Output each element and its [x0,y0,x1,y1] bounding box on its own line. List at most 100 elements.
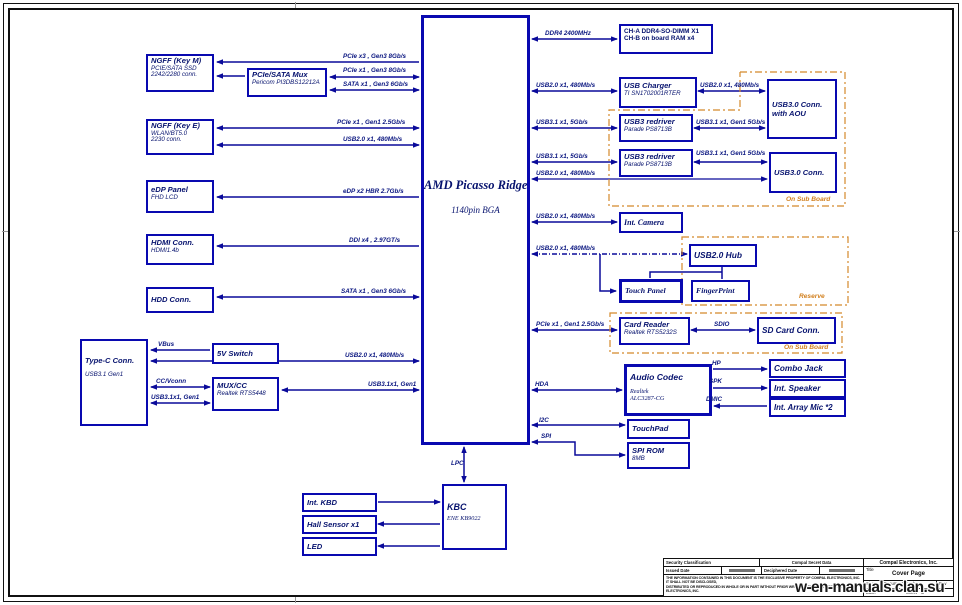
block-touchpad: TouchPad [627,419,690,439]
signal-label: USB2.0 x1, 480Mb/s [700,82,760,89]
block-mux-cc: MUX/CC Realtek RTS5448 [212,377,279,411]
signal-label: I2C [539,417,549,424]
block-usb2-hub: USB2.0 Hub [689,244,757,267]
block-title: CH-A DDR4-SO-DIMM X1 [624,28,700,35]
block-title: USB3 redriver [624,152,675,161]
rev-label: Rev [939,581,947,586]
signal-label: PCIe x1 , Gen1 2.5Gb/s [536,321,605,328]
block-sub: 2242/2280 conn. [151,71,198,79]
frame-tick [295,597,296,603]
block-led: LED [302,537,377,556]
block-sub: Parade PS8713B [624,125,672,133]
block-title: with AOU [772,108,806,118]
block-hdmi-conn: HDMI Conn. HDMI1.4b [146,234,214,265]
signal-label: VBus [158,341,175,348]
block-int-kbd: Int. KBD [302,493,377,512]
signal-label: CC/Vconn [156,378,187,385]
sub-board-label: On Sub Board [786,196,831,203]
signal-label: USB2.0 x1, 480Mb/s [536,82,596,89]
signal-label: SDIO [714,321,730,328]
block-sub: 2230 conn. [151,136,182,144]
signal-label: eDP x2 HBR 2.7Gb/s [343,188,404,195]
block-usb3-conn-aou: USB3.0 Conn. with AOU [767,79,837,139]
title-block: Security Classification Compal Secret Da… [663,558,954,597]
block-pcie-sata-mux: PCIe/SATA Mux Pericom PI3DBS12212A [247,68,327,97]
block-card-reader: Card Reader Realtek RTS5232S [619,317,690,345]
block-ngff-key-e: NGFF (Key E) WLAN/BT5.0 2230 conn. [146,119,214,155]
block-title: TouchPad [632,424,669,434]
block-ngff-key-m: NGFF (Key M) PCIE/SATA SSD 2242/2280 con… [146,54,214,92]
signal-label: USB3.1 x1, Gen1 5Gb/s [696,119,766,126]
deciphered-date-value [820,569,863,572]
security-classification-label: Security Classification [664,559,760,566]
signal-label: SATA x1 , Gen3 6Gb/s [343,81,408,88]
soc-block-amd-picasso-ridge: AMD Picasso Ridge 1140pin BGA [421,15,530,445]
block-sub: HDMI1.4b [151,246,179,254]
sheet-inner-frame [8,8,954,597]
block-fingerprint: FingerPrint [691,280,750,302]
notice-line-2: DISTRIBUTED OR REPRODUCED IN WHOLE OR IN… [666,584,849,594]
block-sub: ALC3287-CG [630,394,665,402]
signal-label: USB2.0 x1, 480Mb/s [536,245,596,252]
soc-title: AMD Picasso Ridge [424,178,528,192]
site-watermark: w-en-manuals.clan.su [795,579,945,596]
signal-label: SATA x1 , Gen3 6Gb/s [341,288,406,295]
sheet-of-label: of [920,590,925,595]
sheet-label: Sheet [906,590,917,595]
block-sub: CH-B on board RAM x4 [624,35,695,43]
block-sub: TI SN1702001RTER [624,89,681,97]
block-title: Type-C Conn. [85,356,135,365]
block-sub: USB3.1 Gen1 [85,370,124,378]
sheet-title: Cover Page [891,571,925,577]
block-title: SD Card Conn. [762,326,820,336]
signal-label: DDR4 2400MHz [545,30,591,37]
block-sd-card-conn: SD Card Conn. [757,317,836,344]
signal-label: PCIe x1 , Gen1 2.5Gb/s [337,119,406,126]
block-touch-panel: Touch Panel [619,279,683,303]
reserve-label: Reserve [799,293,825,300]
signal-label: SPI [541,433,552,440]
signal-label: DDI x4 , 2.97GT/s [349,237,401,244]
signal-label: USB3.1 x1, 5Gb/s [536,153,588,160]
signal-label: PCIe x1 , Gen3 8Gb/s [343,67,406,74]
block-usb3-conn: USB3.0 Conn. [769,152,837,193]
block-title: NGFF (Key E) [151,121,200,130]
block-title: Audio Codec [630,372,683,382]
signal-label: HDA [535,381,549,388]
company-name: Compal Electronics, Inc. [879,559,938,566]
issued-date-value [722,567,762,574]
block-int-camera: Int. Camera [619,212,683,233]
block-sub: Realtek RTS5232S [624,328,677,336]
block-title: Int. Speaker [774,384,821,394]
confidentiality-notice: THE INFORMATION CONTAINED IN THIS DOCUME… [664,575,863,595]
block-title: USB3 redriver [624,117,675,126]
signal-label: DMIC [706,396,723,403]
block-title: SPI ROM [632,446,665,455]
block-ddr4-sodimm: CH-A DDR4-SO-DIMM X1 CH-B on board RAM x… [619,24,713,54]
signal-label: USB2.0 x1, 480Mb/s [345,352,405,359]
block-title: HDD Conn. [151,295,192,305]
signal-label: USB3.1x1, Gen1 [368,381,417,388]
block-audio-codec: Audio Codec Realtek ALC3287-CG [624,364,712,416]
block-usb3-redriver-2: USB3 redriver Parade PS8713B [619,149,693,177]
frame-tick [295,2,296,8]
title-label: Title [866,567,874,572]
block-title: Int. Array Mic *2 [774,402,833,412]
sheet-outer-frame [3,3,959,602]
block-title: Int. KBD [307,497,337,507]
block-title: FingerPrint [696,286,735,296]
block-combo-jack: Combo Jack [769,359,846,378]
signal-label: PCIe x3 , Gen3 8Gb/s [343,53,406,60]
document-number-label: Document Number [882,581,937,588]
title-block-right: Compal Electronics, Inc. Title Cover Pag… [864,559,953,596]
block-sub: Pericom PI3DBS12212A [252,78,320,86]
block-title: 5V Switch [217,348,253,358]
block-title: Touch Panel [625,286,666,296]
soc-subtitle: 1140pin BGA [451,205,500,215]
block-title: MUX/CC [217,381,247,390]
sub-board-label: On Sub Board [784,344,829,351]
block-title: KBC [447,502,467,512]
block-sub: WLAN/BT5.0 [151,129,188,137]
block-title: Hall Sensor x1 [307,519,360,529]
block-title: PCIe/SATA Mux [252,70,308,79]
